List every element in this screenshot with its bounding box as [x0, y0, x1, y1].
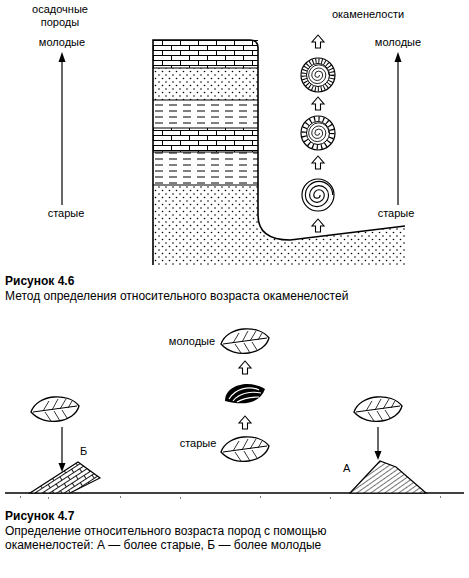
leaf-fossil — [31, 397, 79, 422]
block-arrow — [312, 219, 324, 232]
ammonite-fossil — [302, 179, 334, 211]
axis-label: старые — [48, 207, 85, 220]
figure-number: Рисунок 4.6 — [5, 274, 74, 288]
age-arrow — [395, 52, 402, 205]
letter-label: А — [343, 462, 350, 475]
column-outline — [153, 40, 405, 265]
block-arrow — [239, 361, 251, 374]
shell-fossil — [225, 384, 265, 403]
block-arrow — [312, 35, 324, 48]
ammonite-fossil — [301, 58, 335, 92]
tilted-shale-block — [350, 461, 426, 493]
axis-label: молодые — [375, 36, 421, 49]
axis-label: молодые — [39, 36, 85, 49]
axis-title: осадочные породы — [23, 3, 97, 29]
shale-layer — [153, 100, 258, 128]
shale-layer — [153, 152, 258, 185]
block-arrow — [312, 156, 324, 169]
figure-caption: Метод определения относительного возраст… — [5, 289, 465, 303]
limestone-layer — [153, 40, 258, 68]
layer-boundary — [153, 68, 258, 185]
block-arrow — [312, 97, 324, 110]
age-label: старые — [180, 437, 217, 450]
figure-caption: Определение относительного возраста поро… — [5, 524, 417, 553]
age-arrow — [375, 427, 382, 460]
age-arrow — [59, 52, 66, 205]
axis-label: старые — [378, 207, 415, 220]
leaf-fossil — [221, 437, 269, 462]
axis-title: окаменелости — [332, 8, 404, 21]
leaf-fossil — [221, 329, 269, 354]
letter-label: Б — [80, 445, 87, 458]
leaf-fossil — [354, 397, 402, 422]
age-label: молодые — [169, 335, 215, 348]
block-arrow — [239, 416, 251, 429]
ground-dots — [20, 497, 441, 498]
sandstone-layer — [153, 185, 405, 265]
figure-number: Рисунок 4.7 — [5, 509, 74, 523]
sandstone-layer — [153, 68, 258, 100]
ammonite-fossil — [301, 116, 335, 150]
tilted-limestone-block — [30, 462, 100, 493]
limestone-layer — [153, 128, 258, 152]
fossil-sequence — [301, 35, 335, 232]
rock-column — [153, 40, 405, 265]
age-arrow — [59, 427, 66, 472]
